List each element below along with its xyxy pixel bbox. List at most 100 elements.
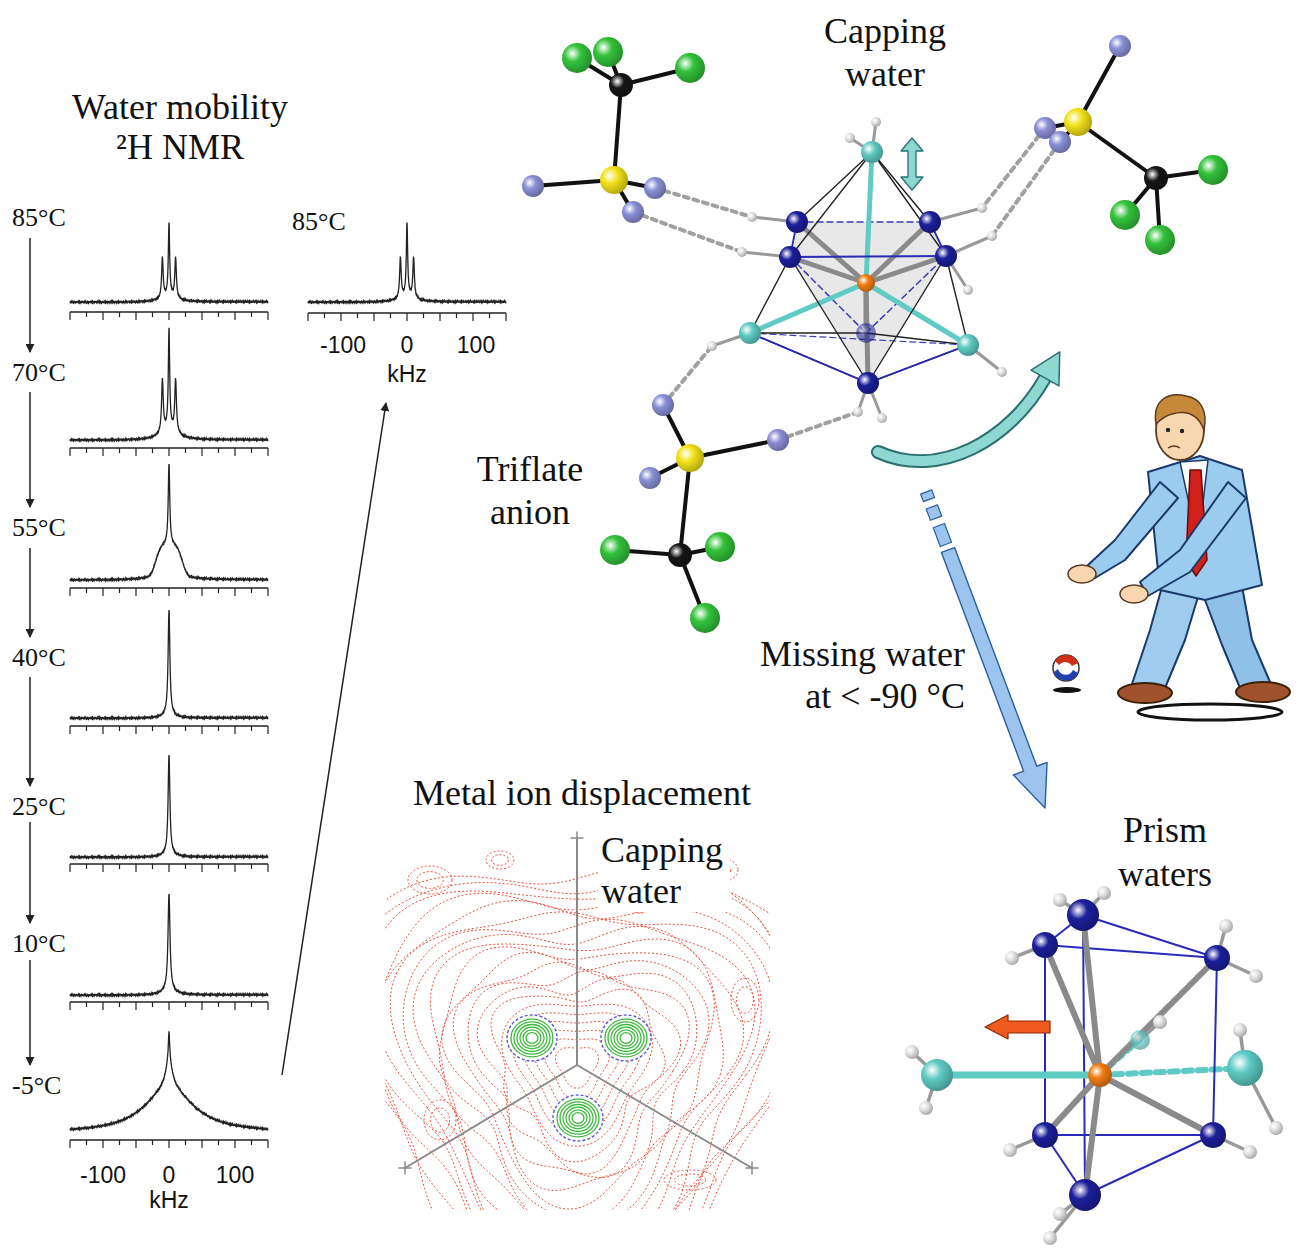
axis-tick bbox=[373, 313, 374, 321]
bond bbox=[751, 1162, 753, 1174]
axis-tick bbox=[201, 864, 202, 872]
axis-tick bbox=[267, 588, 268, 596]
axis-tick bbox=[69, 864, 70, 872]
axis-tick bbox=[439, 313, 440, 321]
atom bbox=[676, 444, 704, 472]
atom bbox=[1219, 919, 1233, 933]
bond bbox=[1045, 945, 1217, 958]
bond bbox=[663, 346, 712, 405]
bond bbox=[1085, 1135, 1213, 1195]
spectrum-trace bbox=[70, 610, 268, 719]
bond bbox=[1213, 958, 1217, 1135]
bond bbox=[778, 412, 858, 440]
axis-tick bbox=[135, 312, 136, 320]
lobe-contour bbox=[611, 1025, 641, 1052]
atom bbox=[1053, 1207, 1067, 1221]
axis-tick bbox=[251, 1140, 252, 1145]
bond bbox=[866, 256, 946, 283]
lobe-contour bbox=[620, 1033, 632, 1044]
bond bbox=[790, 256, 946, 257]
axis-tick bbox=[69, 588, 70, 596]
atom bbox=[1249, 969, 1263, 983]
bond bbox=[937, 1072, 1100, 1079]
bond bbox=[1085, 1075, 1100, 1195]
axis-tick bbox=[201, 1140, 202, 1148]
temperature-arrow bbox=[29, 392, 31, 507]
lobe-contour bbox=[566, 1107, 590, 1129]
spectrum-trace bbox=[308, 222, 506, 302]
atom bbox=[997, 367, 1007, 377]
atom bbox=[1043, 1231, 1057, 1245]
axis-tick bbox=[456, 313, 457, 318]
hand bbox=[1068, 565, 1096, 583]
lobe-contour bbox=[526, 1033, 538, 1044]
transition-note: Missing water at < -90 °C bbox=[743, 633, 965, 717]
part-label: Triflate anion bbox=[455, 448, 605, 534]
atom bbox=[919, 1101, 933, 1115]
axis-tick bbox=[86, 726, 87, 731]
atom bbox=[747, 212, 757, 222]
bond bbox=[750, 257, 790, 333]
spectrum-trace bbox=[70, 222, 268, 302]
temperature-arrow bbox=[29, 822, 31, 923]
axis-tick bbox=[119, 1140, 120, 1145]
spectrum-trace bbox=[70, 755, 268, 858]
transition-arrow bbox=[921, 490, 935, 502]
map-axes bbox=[399, 832, 758, 1174]
axis-tick bbox=[357, 313, 358, 318]
axis-tick bbox=[168, 312, 169, 320]
transition-arrow bbox=[941, 548, 1047, 808]
contour-line bbox=[413, 926, 744, 1210]
axis-tick bbox=[69, 312, 70, 320]
axis-tick bbox=[119, 864, 120, 869]
temperature-label: 10°C bbox=[12, 929, 66, 959]
atom bbox=[1144, 166, 1168, 190]
axis-tick bbox=[201, 588, 202, 596]
axis-tick bbox=[201, 1002, 202, 1010]
atom bbox=[1032, 932, 1058, 958]
ball-stripe bbox=[1055, 655, 1078, 666]
axis-tick bbox=[69, 448, 70, 456]
bond bbox=[750, 333, 868, 383]
pointer-arrow bbox=[282, 403, 386, 1075]
atom bbox=[1145, 225, 1175, 255]
axis-tick bbox=[267, 448, 268, 456]
bond bbox=[868, 345, 968, 383]
atom bbox=[853, 407, 863, 417]
atom bbox=[1005, 951, 1019, 965]
contour-line bbox=[628, 897, 652, 913]
axis-tick bbox=[152, 312, 153, 317]
bond bbox=[866, 333, 968, 345]
bond bbox=[1045, 1134, 1213, 1136]
axis-tick bbox=[119, 448, 120, 453]
atom bbox=[1204, 945, 1230, 971]
lobe-contour bbox=[560, 1102, 596, 1134]
bond bbox=[790, 257, 866, 333]
axis-tick bbox=[119, 1002, 120, 1007]
atom bbox=[600, 166, 628, 194]
rotation-arrow bbox=[878, 378, 1045, 461]
axis-tick bbox=[185, 726, 186, 731]
atom bbox=[856, 323, 876, 343]
contour-line bbox=[403, 919, 755, 1210]
atom bbox=[1003, 1143, 1017, 1157]
sleeve bbox=[1140, 482, 1246, 596]
axis-tick bbox=[406, 313, 407, 321]
contour-line bbox=[486, 851, 514, 869]
atom bbox=[1153, 1015, 1167, 1029]
axis-tick bbox=[234, 1140, 235, 1148]
atom bbox=[1110, 200, 1140, 230]
shadow bbox=[1138, 704, 1282, 720]
ball-shadow bbox=[1053, 687, 1081, 693]
axis-unit: kHz bbox=[149, 1187, 189, 1213]
atom bbox=[1227, 1050, 1263, 1086]
axis-tick bbox=[135, 864, 136, 872]
bond bbox=[1078, 122, 1156, 178]
map-label: Capping water bbox=[598, 830, 730, 912]
spectrum-trace bbox=[70, 894, 268, 996]
axis-tick bbox=[69, 726, 70, 734]
eye bbox=[1180, 429, 1184, 433]
axis-tick bbox=[135, 448, 136, 456]
lobe-contour bbox=[557, 1099, 599, 1137]
